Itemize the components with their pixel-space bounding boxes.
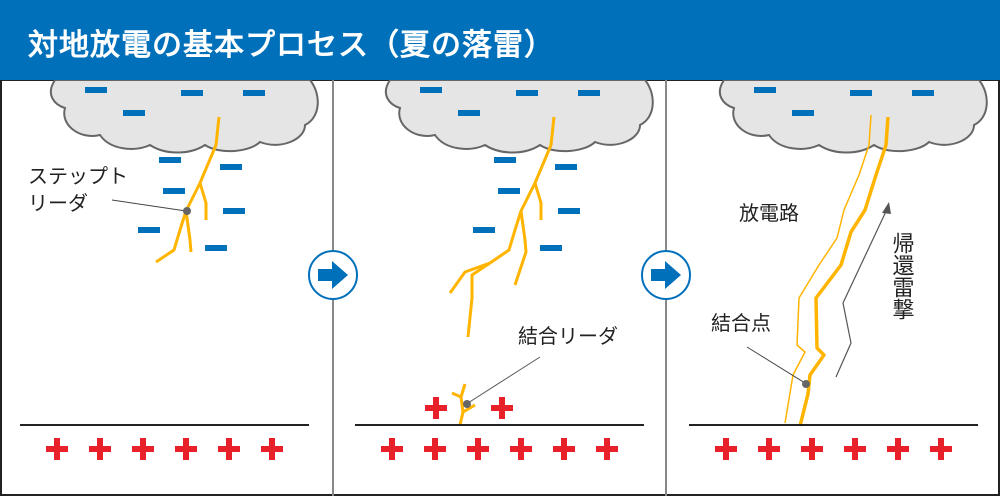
page-title: 対地放電の基本プロセス（夏の落雷） <box>28 28 555 63</box>
diagram-stage: ステップト リーダ 結合リーダ <box>0 79 1000 496</box>
connecting-leader-label: 結合リーダ <box>518 324 618 348</box>
panel-3: 放電路 結合点 帰還雷撃 <box>689 79 988 460</box>
return-stroke-label: 帰還雷撃 <box>889 232 915 320</box>
stepped-leader-label: ステップト <box>28 164 128 188</box>
header-bar: 対地放電の基本プロセス（夏の落雷） <box>0 0 1000 80</box>
discharge-path-label: 放電路 <box>739 201 799 225</box>
discharge-path-lightning <box>784 114 890 427</box>
right-arrow-icon <box>308 250 358 300</box>
panel-2: 結合リーダ <box>355 79 654 460</box>
leader-lightning <box>448 116 556 338</box>
stepped-leader-label-2: リーダ <box>28 191 88 215</box>
connecting-leader-lightning <box>451 383 476 426</box>
junction-point-label: 結合点 <box>711 311 771 335</box>
right-arrow-icon <box>641 250 691 300</box>
panel-1: ステップト リーダ <box>20 79 319 460</box>
